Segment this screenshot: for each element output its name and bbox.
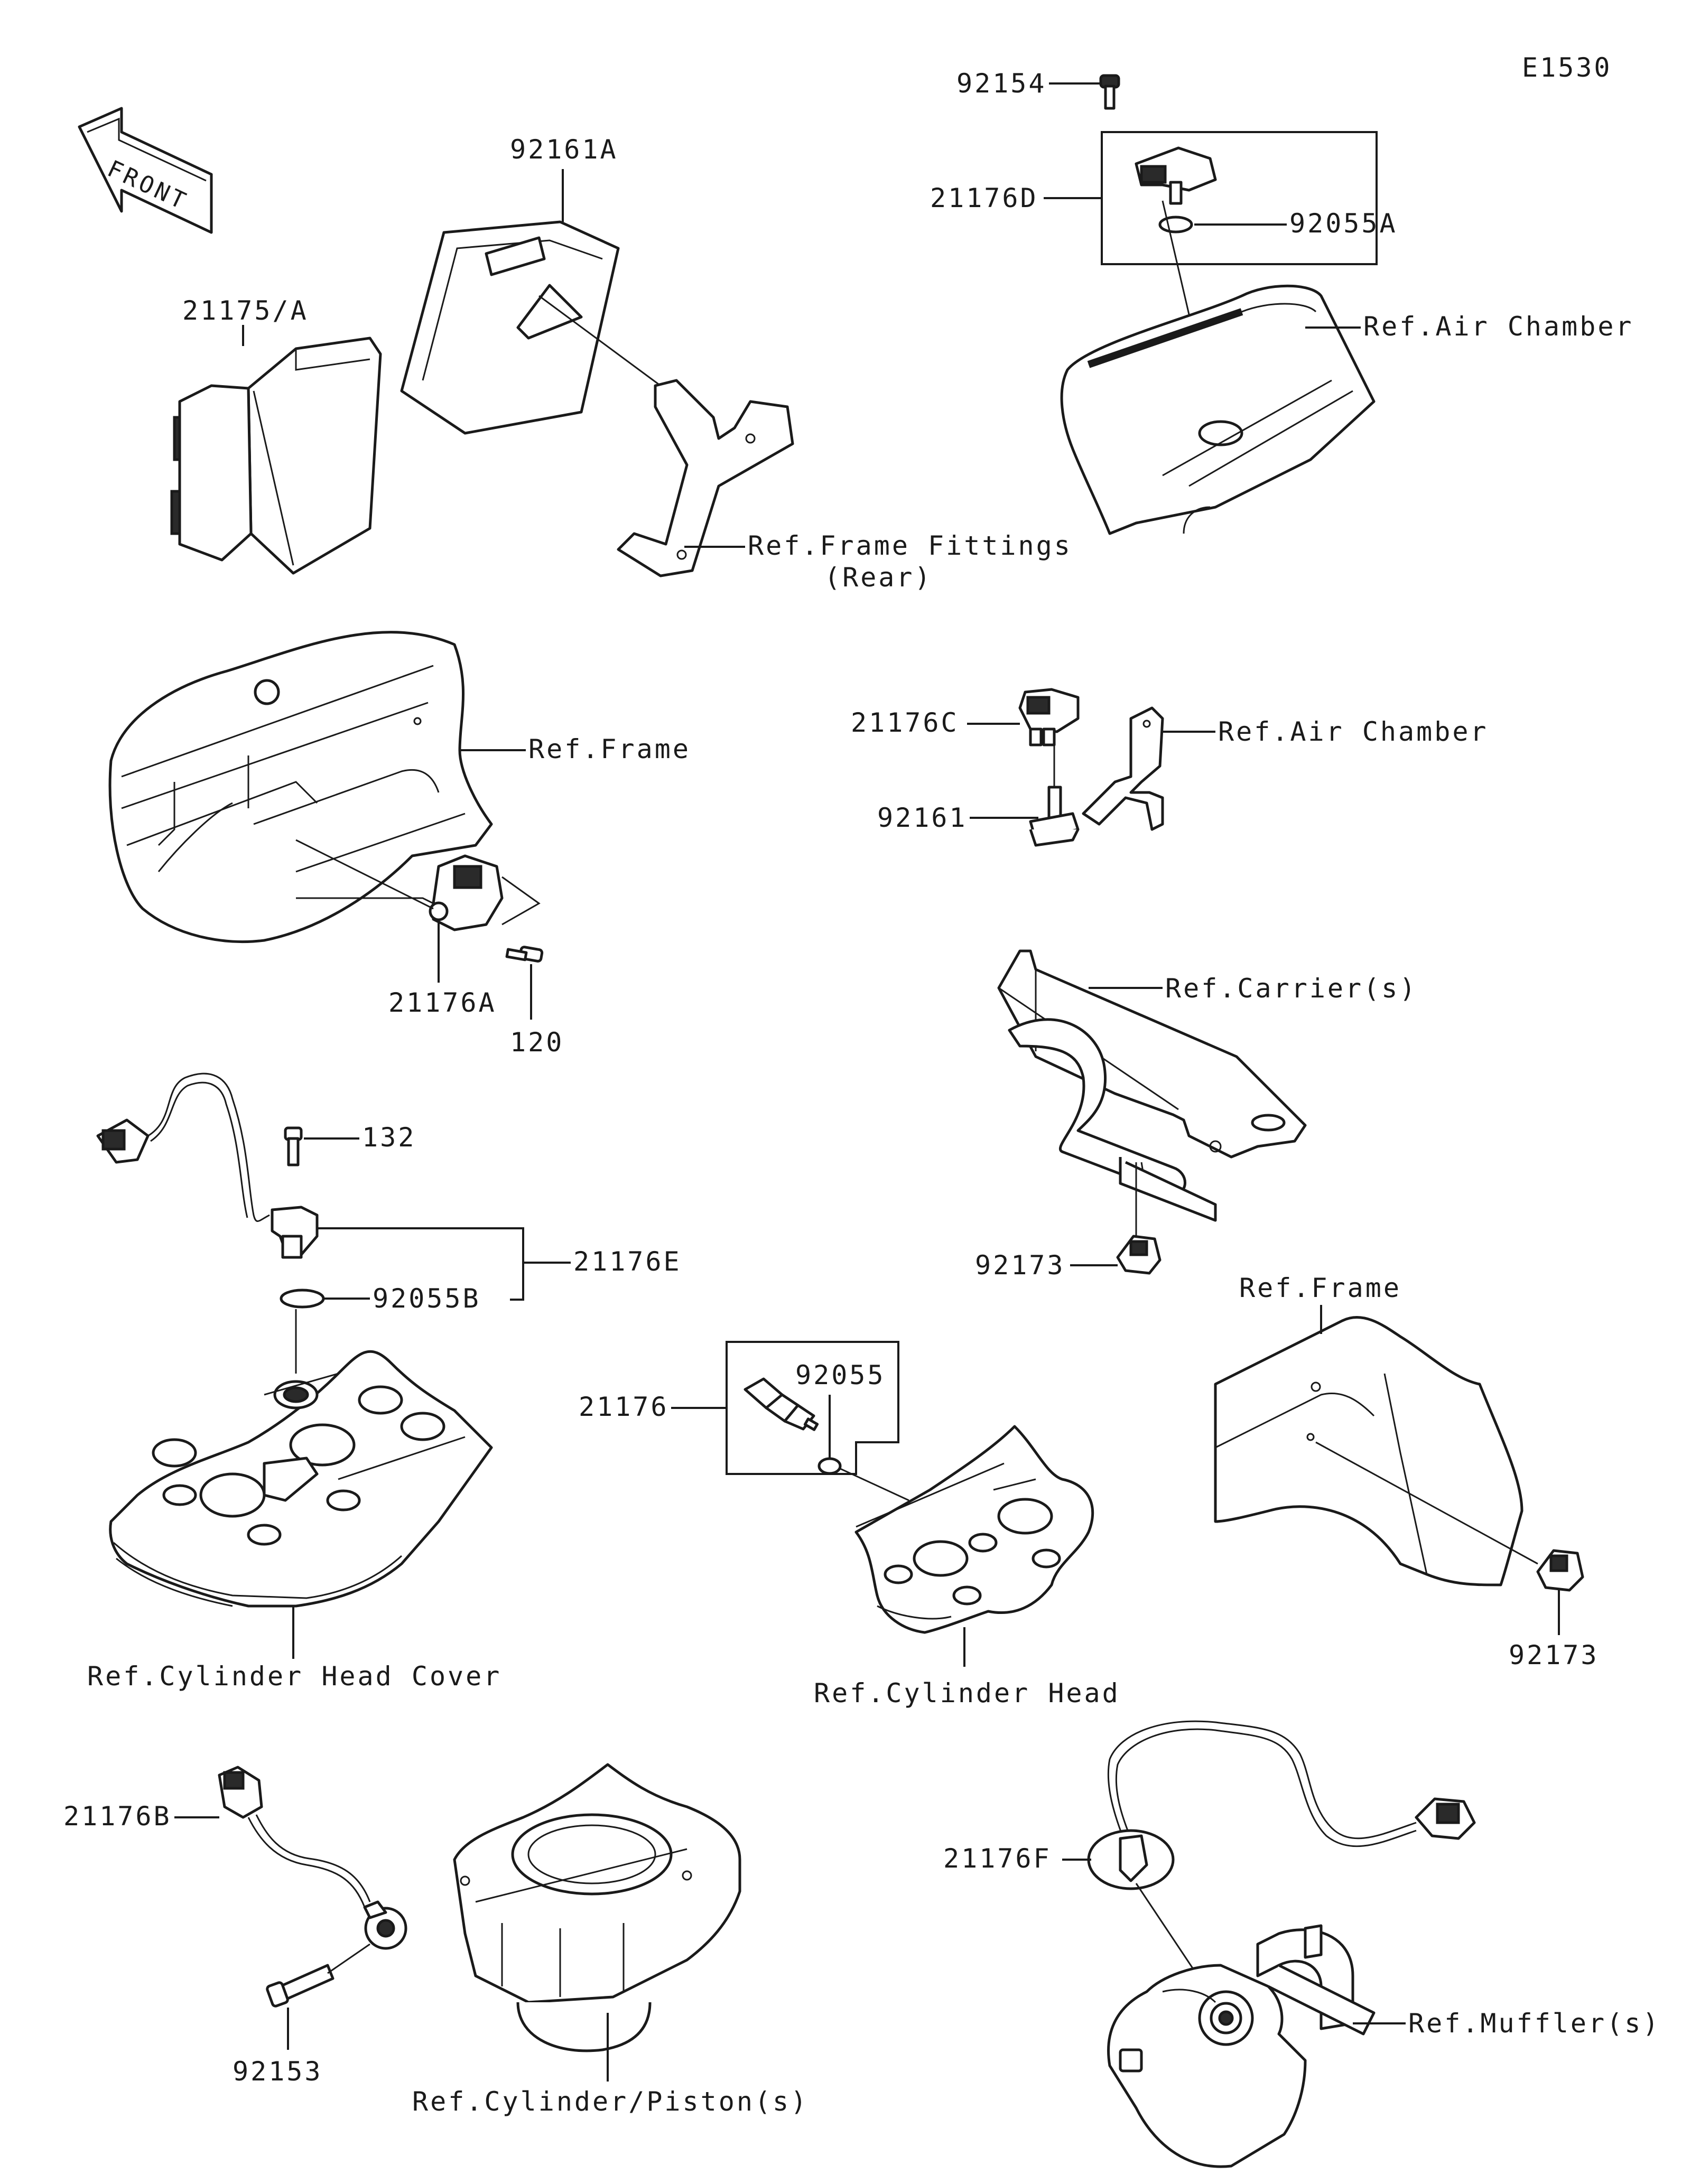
sensor-92173-a [1116,1235,1162,1275]
frame-2 [1214,1315,1523,1586]
sensor-21176E [96,1072,319,1259]
group-box-21176 [726,1341,899,1475]
label-92161A: 92161A [510,134,618,165]
label-21176A: 21176A [388,987,497,1018]
temp-sensor-21176 [744,1377,819,1431]
map-sensor-21176D [1135,146,1217,205]
cylinder-piston [453,1763,741,2052]
frame-fittings-rear [617,379,794,577]
label-ref-frame-fittings-sub: (Rear) [824,562,933,593]
label-21176E: 21176E [573,1246,682,1277]
bracket-92161A [400,220,620,435]
bolt-120 [505,946,544,963]
label-21176F: 21176F [943,1843,1052,1874]
diagram-code: E1530 [1522,52,1612,83]
label-92173-b: 92173 [1509,1640,1599,1670]
label-ref-frame-fittings: Ref.Frame Fittings [748,530,1072,561]
oring-92055A [1158,216,1193,234]
muffler [1107,1924,1376,2168]
label-ref-cylinder-head: Ref.Cylinder Head [814,1678,1120,1709]
sensor-92173-b [1536,1549,1584,1592]
cylinder-head [854,1425,1094,1634]
carrier [997,949,1307,1222]
front-arrow-icon: FRONT [78,107,213,234]
oring-92055 [817,1457,842,1475]
knock-sensor-21176B [218,1766,407,1950]
label-ref-air-chamber-2: Ref.Air Chamber [1218,716,1489,747]
label-ref-carriers: Ref.Carrier(s) [1165,973,1417,1004]
bolt-132 [284,1126,303,1166]
label-21175A: 21175/A [182,295,309,326]
label-21176: 21176 [579,1392,669,1422]
label-21176B: 21176B [63,1801,172,1832]
label-92055: 92055 [795,1360,886,1390]
cylinder-head-cover [109,1350,493,1608]
air-chamber-2 [1082,706,1164,831]
oring-92055B [280,1289,325,1309]
label-ref-mufflers: Ref.Muffler(s) [1408,2008,1660,2039]
label-92055A: 92055A [1289,208,1398,239]
label-92153: 92153 [233,2056,323,2087]
frame-1 [108,631,493,943]
bolt-92153 [266,1964,335,2008]
label-21176D: 21176D [930,183,1038,213]
label-ref-frame-2: Ref.Frame [1239,1273,1401,1303]
label-120: 120 [510,1027,564,1058]
label-ref-cylinder-head-cover: Ref.Cylinder Head Cover [87,1661,501,1692]
label-21176C: 21176C [851,707,959,738]
label-92055B: 92055B [373,1283,481,1314]
sensor-21176A [429,854,541,931]
label-ref-air-chamber-1: Ref.Air Chamber [1363,311,1634,342]
sensor-21176C [1018,688,1080,746]
bracket-92161 [1029,786,1080,847]
group-box-21176D [1101,131,1378,265]
label-ref-cylinder-piston: Ref.Cylinder/Piston(s) [412,2086,809,2117]
o2-sensor-21176F [1087,1720,1476,1890]
label-92161: 92161 [877,802,968,833]
label-ref-frame-1: Ref.Frame [528,734,691,764]
label-92173-a: 92173 [975,1250,1065,1281]
label-132: 132 [362,1122,416,1153]
air-chamber-1 [1060,284,1376,535]
label-92154: 92154 [956,68,1047,99]
ecu-part [170,337,382,575]
bolt-92154 [1099,74,1120,110]
